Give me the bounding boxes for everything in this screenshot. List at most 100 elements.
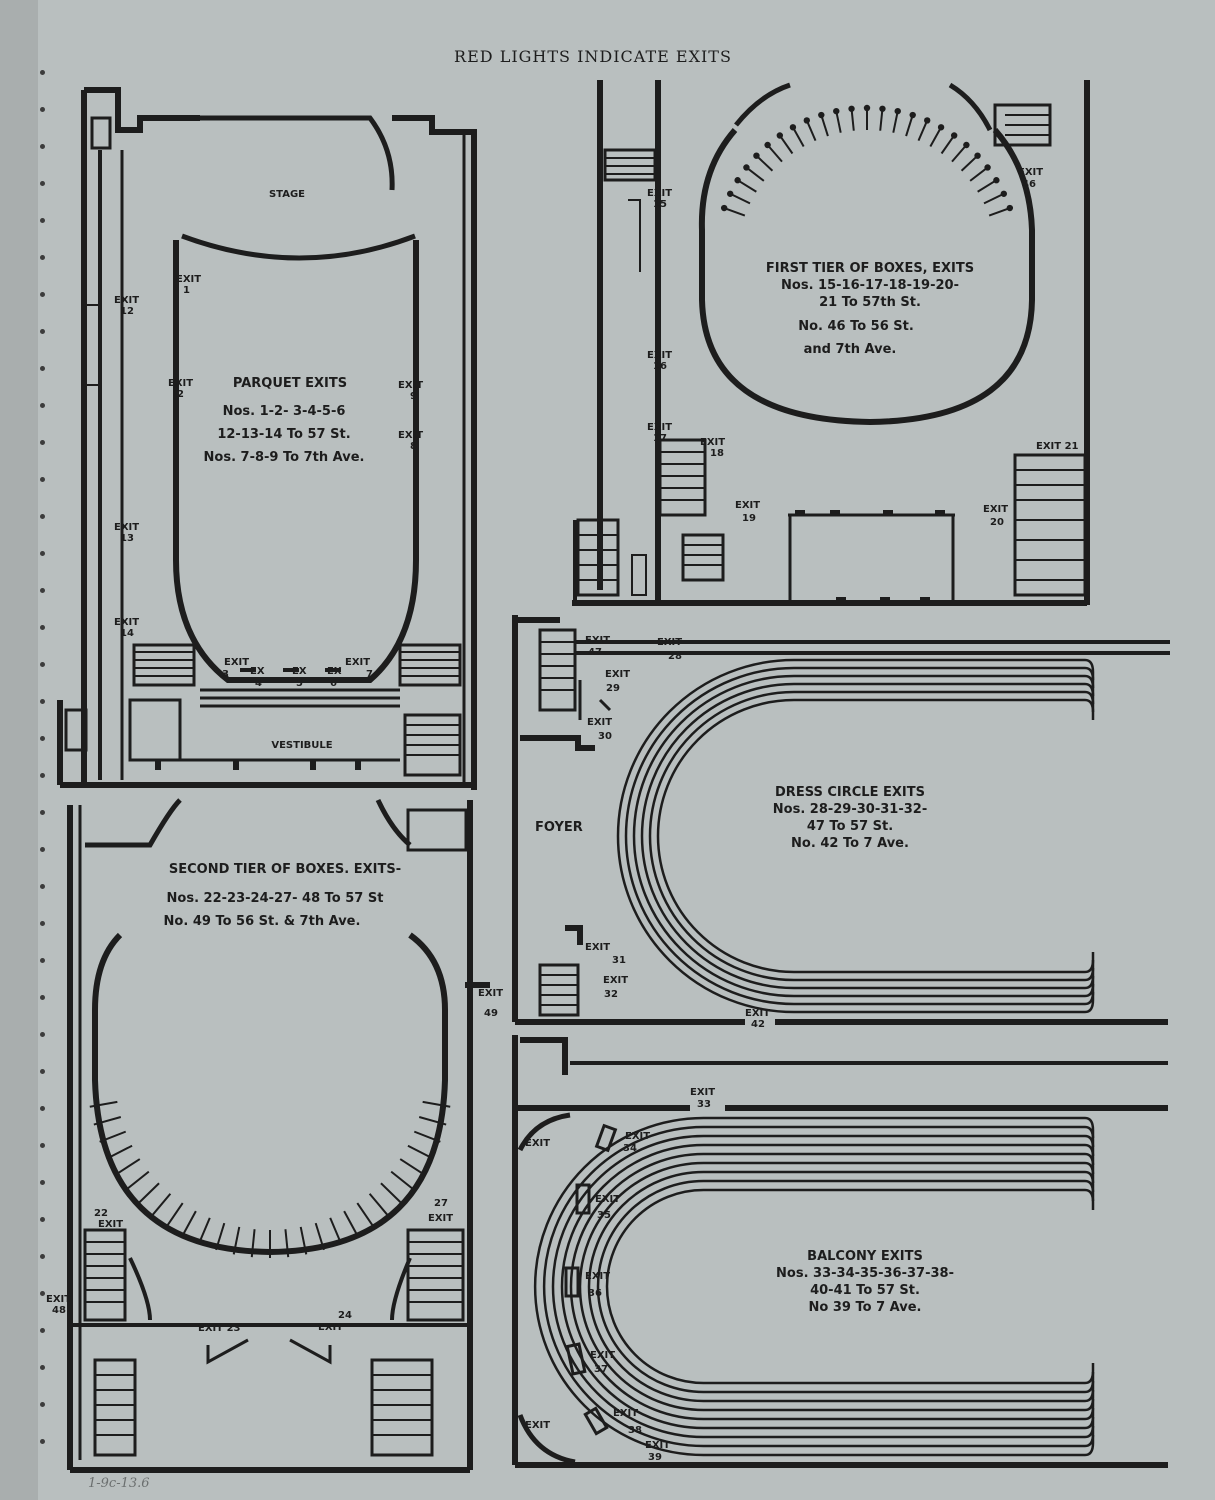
caption-line: No 39 To 7 Ave. bbox=[809, 1300, 922, 1315]
seat-row bbox=[533, 1116, 1085, 1457]
seat-row bbox=[632, 674, 1085, 998]
seat-row bbox=[587, 1170, 1085, 1403]
row-end bbox=[1084, 960, 1095, 982]
first-tier-caption: FIRST TIER OF BOXES, EXITS Nos. 15-16-17… bbox=[766, 261, 974, 357]
box-partition bbox=[835, 110, 842, 133]
exit-label: EXIT bbox=[585, 635, 610, 646]
box-lamp bbox=[726, 190, 734, 197]
exit-label: EXIT bbox=[657, 637, 682, 648]
punch-hole bbox=[40, 1106, 45, 1111]
punch-hole bbox=[40, 1143, 45, 1148]
box-partition bbox=[737, 179, 757, 193]
punch-hole bbox=[40, 921, 45, 926]
seat-row bbox=[596, 1179, 1085, 1394]
exit-number: 30 bbox=[598, 731, 612, 742]
exit-number: 14 bbox=[120, 628, 134, 639]
box-partition bbox=[879, 108, 884, 131]
punch-hole bbox=[40, 662, 45, 667]
exit-number: 34 bbox=[623, 1143, 637, 1154]
exit-label: EXIT bbox=[585, 1271, 610, 1282]
punch-hole bbox=[40, 958, 45, 963]
box-partition bbox=[99, 1130, 127, 1143]
balcony-box-exits bbox=[564, 1123, 618, 1436]
punch-hole bbox=[40, 107, 45, 112]
punch-hole bbox=[40, 699, 45, 704]
foyer-label: FOYER bbox=[535, 820, 583, 835]
exit-label: EXIT bbox=[1018, 167, 1043, 178]
box-partition bbox=[106, 1144, 133, 1160]
box-partition bbox=[413, 1130, 441, 1143]
box-lamp bbox=[937, 124, 945, 131]
caption-title: FIRST TIER OF BOXES, EXITS bbox=[766, 261, 974, 276]
punch-hole bbox=[40, 1328, 45, 1333]
punch-hole bbox=[40, 70, 45, 75]
row-end bbox=[1084, 1116, 1095, 1138]
row-end bbox=[1084, 1125, 1095, 1147]
first-tier-box-partitions bbox=[720, 104, 1014, 217]
seat-row bbox=[605, 1188, 1085, 1385]
exit-label: EXIT bbox=[690, 1087, 715, 1098]
punch-hole bbox=[40, 588, 45, 593]
parquet-caption: PARQUET EXITS Nos. 1-2- 3-4-5-6 12-13-14… bbox=[204, 376, 365, 465]
box-lamp bbox=[818, 111, 825, 119]
exit-number: 16 bbox=[653, 361, 667, 372]
punch-hole bbox=[40, 847, 45, 852]
exit-label: EXIT bbox=[98, 1219, 123, 1230]
exit-label: EXIT bbox=[176, 274, 201, 285]
box-lamp bbox=[720, 204, 728, 212]
exit-number: 18 bbox=[710, 448, 724, 459]
row-end bbox=[1084, 658, 1095, 680]
exit-number: 6 bbox=[330, 678, 337, 689]
box-lamp bbox=[879, 105, 886, 112]
balcony-caption: BALCONY EXITS Nos. 33-34-35-36-37-38- 40… bbox=[776, 1249, 954, 1315]
dress-circle-front-rail bbox=[575, 640, 1170, 655]
caption-line: No. 49 To 56 St. & 7th Ave. bbox=[164, 914, 361, 929]
exit-label: EXIT bbox=[983, 504, 1008, 515]
exit-label: EXIT bbox=[114, 522, 139, 533]
punch-hole bbox=[40, 810, 45, 815]
parquet-walls bbox=[57, 87, 477, 790]
caption-line: 21 To 57th St. bbox=[819, 295, 921, 310]
box-partition bbox=[969, 166, 989, 182]
row-end bbox=[1084, 1188, 1095, 1210]
box-partition bbox=[805, 120, 817, 142]
box-lamp bbox=[950, 132, 958, 139]
box-partition bbox=[151, 1193, 172, 1216]
exit-number: 20 bbox=[990, 517, 1004, 528]
box-lamp bbox=[993, 177, 1000, 184]
punch-hole bbox=[40, 1365, 45, 1370]
row-end bbox=[1084, 992, 1095, 1014]
exit-number: 13 bbox=[120, 533, 134, 544]
exit-label: EXIT bbox=[647, 422, 672, 433]
punch-hole bbox=[40, 218, 45, 223]
exit-label: EXIT bbox=[318, 1322, 343, 1333]
seat-row bbox=[569, 1152, 1085, 1421]
exit-number: 42 bbox=[751, 1019, 765, 1030]
box-partition bbox=[820, 114, 829, 137]
svg-text:EX5: EX5 bbox=[292, 666, 307, 689]
page-header: RED LIGHTS INDICATE EXITS bbox=[454, 47, 732, 66]
row-end bbox=[1084, 666, 1095, 688]
svg-text:EX4: EX4 bbox=[250, 666, 265, 689]
box-partition bbox=[407, 1144, 434, 1160]
seat-row bbox=[578, 1161, 1085, 1412]
caption-line: No. 46 To 56 St. bbox=[798, 319, 914, 334]
exit-number: 8 bbox=[410, 441, 417, 452]
pencil-note: 1-9c-13.6 bbox=[88, 1476, 150, 1491]
exit-label: EXIT bbox=[595, 1194, 620, 1205]
box-partition bbox=[399, 1158, 425, 1176]
row-end bbox=[1084, 1143, 1095, 1165]
exit-label: EXIT bbox=[625, 1131, 650, 1142]
box-lamp bbox=[924, 117, 931, 124]
